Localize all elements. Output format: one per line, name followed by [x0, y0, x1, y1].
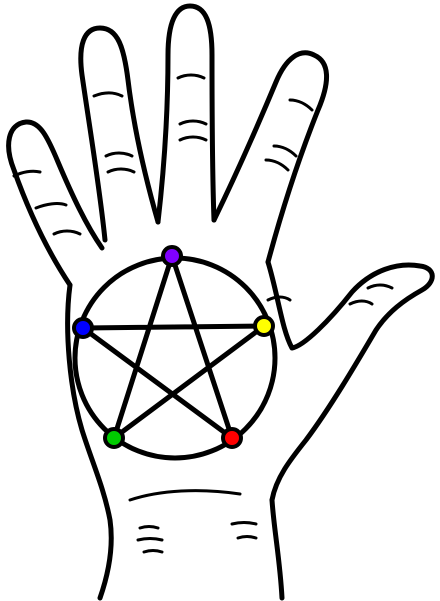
palm-left-edge: [65, 282, 114, 601]
wrist-crease-6: [236, 535, 258, 540]
thumb-crease-1: [366, 283, 394, 290]
vertex-dot-right: [253, 315, 275, 337]
middle-finger: [155, 3, 217, 225]
middle-crease-3: [178, 135, 208, 142]
index-crease-3: [264, 158, 290, 172]
pinky-crease-2: [34, 202, 68, 210]
pentacle: [72, 245, 278, 461]
vertex-dot-bottom-left: [103, 427, 125, 449]
pinky-crease-3: [52, 229, 82, 236]
pinky-finger: [6, 119, 105, 288]
index-finger: [211, 50, 330, 265]
wrist-crease-5: [230, 521, 258, 526]
vertex-dot-left: [72, 317, 94, 339]
hand-creases: [12, 73, 394, 554]
vertex-dot-top: [161, 245, 183, 267]
pentacle-circle: [72, 255, 278, 461]
wrist-crease-3: [136, 537, 164, 542]
ring-finger: [78, 25, 161, 243]
vertex-dot-bottom-right: [221, 427, 243, 449]
wrist-crease-1: [128, 489, 242, 502]
wrist-crease-4: [142, 549, 164, 554]
ring-crease-2: [104, 151, 134, 158]
pentagram-star: [80, 253, 267, 441]
middle-crease-2: [178, 119, 208, 126]
thumb: [265, 259, 435, 503]
ring-crease-1: [92, 91, 124, 98]
index-crease-1: [288, 98, 314, 112]
ring-crease-3: [106, 167, 136, 174]
wrist-right-edge: [269, 497, 285, 601]
hand-outline: [6, 3, 435, 601]
wrist-crease-2: [138, 525, 160, 530]
thumb-crease-2: [348, 299, 374, 306]
pinky-crease-1: [12, 169, 42, 178]
index-crease-2: [272, 144, 298, 158]
palm-crease-right: [266, 295, 292, 302]
middle-crease-1: [176, 73, 206, 80]
